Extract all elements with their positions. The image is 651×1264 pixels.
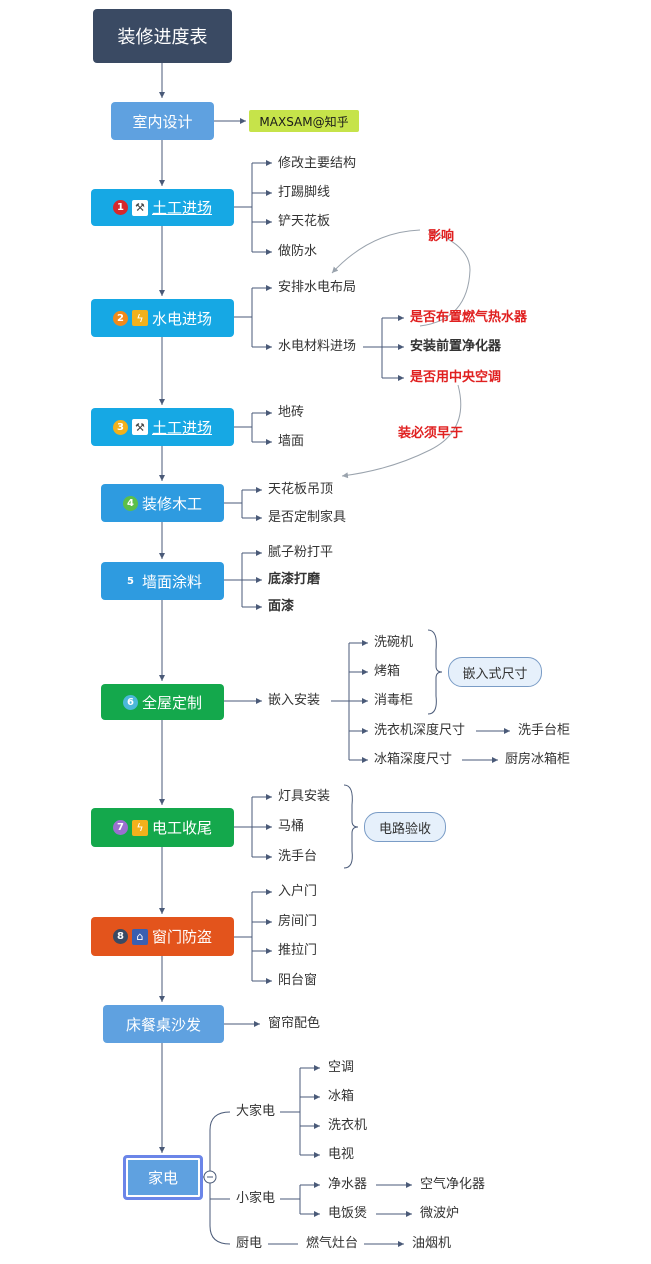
list-item: 推拉门 [278,943,318,958]
sub-item: 洗碗机 [374,635,414,650]
node-label: 床餐桌沙发 [125,1015,201,1034]
category-label: 小家电 [236,1191,276,1206]
list-item: 是否定制家具 [268,510,347,525]
list-item: 洗手台 [278,849,318,864]
node-label: 墙面涂料 [141,572,202,591]
sub-item: 洗手台柜 [518,723,571,738]
step-number-badge: 1 [112,200,128,215]
node-step-5[interactable]: 5 墙面涂料 [101,562,224,600]
relation-label: 影响 [428,229,455,244]
node-label: 水电进场 [151,309,212,328]
list-item: 微波炉 [420,1206,460,1221]
list-item: 嵌入安装 [268,693,321,708]
node-label: 全屋定制 [141,693,202,712]
node-label: 室内设计 [132,112,193,131]
list-item: 修改主要结构 [278,156,357,171]
list-item: 腻子粉打平 [268,545,334,560]
step-number-badge: 4 [122,495,138,511]
list-item: 天花板吊顶 [268,482,334,497]
sub-item: 是否布置燃气热水器 [410,310,528,325]
step-number-badge: 5 [122,573,138,589]
list-item: 洗衣机 [328,1118,368,1133]
list-item: 窗帘配色 [268,1016,321,1031]
list-item: 净水器 [328,1177,368,1192]
sub-item: 烤箱 [374,664,401,679]
lightning-icon: ϟ [131,819,148,836]
step-number-badge: 6 [122,694,138,710]
list-item: 油烟机 [412,1236,452,1251]
sub-item: 安装前置净化器 [410,339,502,354]
summary-pill: 电路验收 [364,812,446,842]
list-item: 铲天花板 [278,214,331,229]
relation-label: 装必须早于 [398,426,464,441]
node-furniture[interactable]: 床餐桌沙发 [103,1005,224,1043]
root-title: 装修进度表 [117,27,208,48]
list-item: 空气净化器 [420,1177,486,1192]
list-item: 底漆打磨 [268,572,321,587]
list-item: 房间门 [278,914,318,929]
list-item: 阳台窗 [278,973,318,988]
list-item: 灯具安装 [278,789,331,804]
node-label: 家电 [147,1169,178,1187]
home-icon: ⌂ [131,928,148,945]
node-step-6[interactable]: 6 全屋定制 [101,684,224,720]
step-number-badge: 2 [112,310,128,326]
category-label: 大家电 [236,1104,276,1119]
sub-item: 冰箱深度尺寸 [374,752,453,767]
root-node[interactable]: 装修进度表 [93,9,232,63]
list-item: 面漆 [268,599,295,614]
node-appliances[interactable]: 家电 [123,1155,203,1200]
list-item: 电饭煲 [328,1206,368,1221]
node-label: 电工收尾 [151,819,212,837]
step-number-badge: 8 [112,929,128,944]
sub-item: 洗衣机深度尺寸 [374,723,466,738]
tools-icon: ⚒ [131,419,148,435]
node-step-4[interactable]: 4 装修木工 [101,484,224,522]
node-interior-design[interactable]: 室内设计 [111,102,214,140]
list-item: 水电材料进场 [278,339,357,354]
list-item: 入户门 [278,884,318,899]
sub-item: 消毒柜 [374,693,414,708]
lightning-icon: ϟ [131,310,148,326]
list-item: 墙面 [278,434,305,449]
node-label: 窗门防盗 [151,928,212,946]
list-item: 马桶 [278,819,305,834]
category-label: 厨电 [236,1236,263,1251]
node-label: 土工进场 [151,418,212,437]
list-item: 做防水 [278,244,318,259]
tools-icon: ⚒ [131,199,148,216]
node-step-1[interactable]: 1 ⚒ 土工进场 [91,189,234,226]
list-item: 地砖 [278,405,305,420]
step-number-badge: 7 [112,820,128,835]
sub-item: 是否用中央空调 [410,370,502,385]
node-step-7[interactable]: 7 ϟ 电工收尾 [91,808,234,847]
note-text: MAXSAM@知乎 [259,114,349,129]
node-label: 土工进场 [151,199,212,217]
list-item: 打踢脚线 [278,185,331,200]
node-step-8[interactable]: 8 ⌂ 窗门防盗 [91,917,234,956]
note-tag: MAXSAM@知乎 [249,110,359,132]
list-item: 空调 [328,1060,355,1075]
list-item: 安排水电布局 [278,280,357,295]
list-item: 冰箱 [328,1089,355,1104]
step-number-badge: 3 [112,419,128,435]
node-step-3[interactable]: 3 ⚒ 土工进场 [91,408,234,446]
summary-pill: 嵌入式尺寸 [448,657,542,687]
list-item: 燃气灶台 [306,1236,359,1251]
list-item: 电视 [328,1147,355,1162]
node-label: 装修木工 [141,494,202,513]
node-step-2[interactable]: 2 ϟ 水电进场 [91,299,234,337]
sub-item: 厨房冰箱柜 [505,752,571,767]
